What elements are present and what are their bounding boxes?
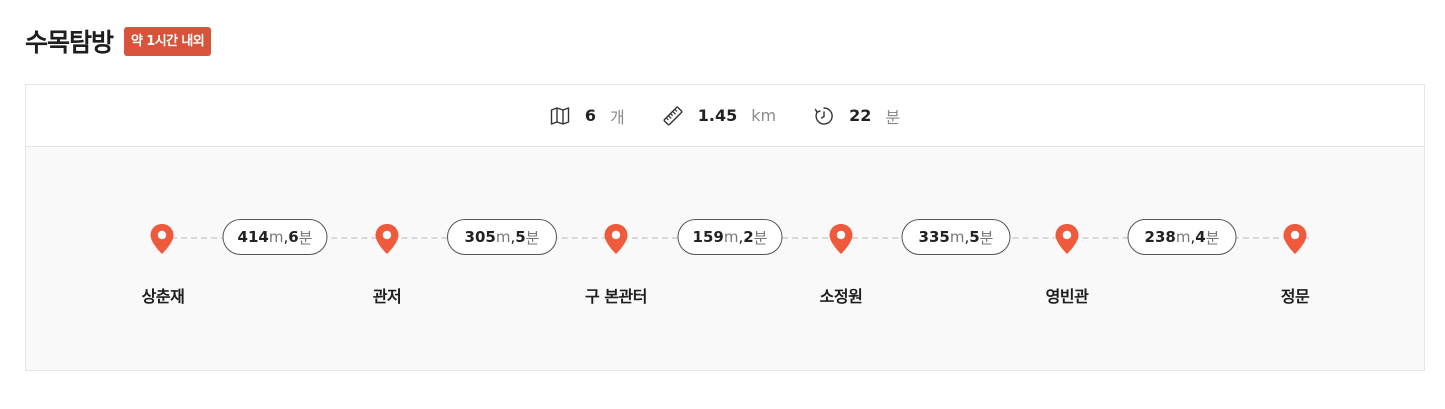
stat-distance: 1.45 km [663, 106, 776, 126]
place-label: 관저 [372, 287, 402, 306]
location-pin-icon [829, 224, 853, 254]
place-label: 소정원 [819, 287, 863, 306]
place-label: 정문 [1280, 287, 1310, 306]
stat-distance-value: 1.45 [697, 106, 738, 125]
timer-icon [814, 106, 834, 126]
course-stats: 6 개 1.45 km 22 분 [26, 85, 1424, 147]
stat-places-unit: 개 [610, 107, 625, 127]
course-title: 수목탐방 [25, 28, 114, 57]
place-label: 영빈관 [1045, 287, 1089, 306]
location-pin-icon [1283, 224, 1307, 254]
location-pin-icon [604, 224, 628, 254]
stat-time-value: 22 [849, 106, 872, 125]
stat-time: 22 분 [814, 104, 900, 128]
map-icon [550, 106, 570, 126]
stat-time-unit: 분 [885, 107, 901, 127]
location-pin-icon [1055, 224, 1079, 254]
location-pin-icon [150, 224, 174, 254]
ruler-icon [663, 106, 683, 126]
place-label: 상춘재 [141, 287, 185, 306]
course-header: 수목탐방 약 1시간 내외 [25, 24, 212, 58]
stat-places-value: 6 [584, 106, 597, 125]
stat-places: 6 개 [550, 104, 625, 128]
location-pin-icon [375, 224, 399, 254]
stat-distance-unit: km [751, 106, 777, 125]
duration-badge: 약 1시간 내외 [124, 26, 212, 56]
place-label: 구 본관터 [585, 287, 647, 306]
